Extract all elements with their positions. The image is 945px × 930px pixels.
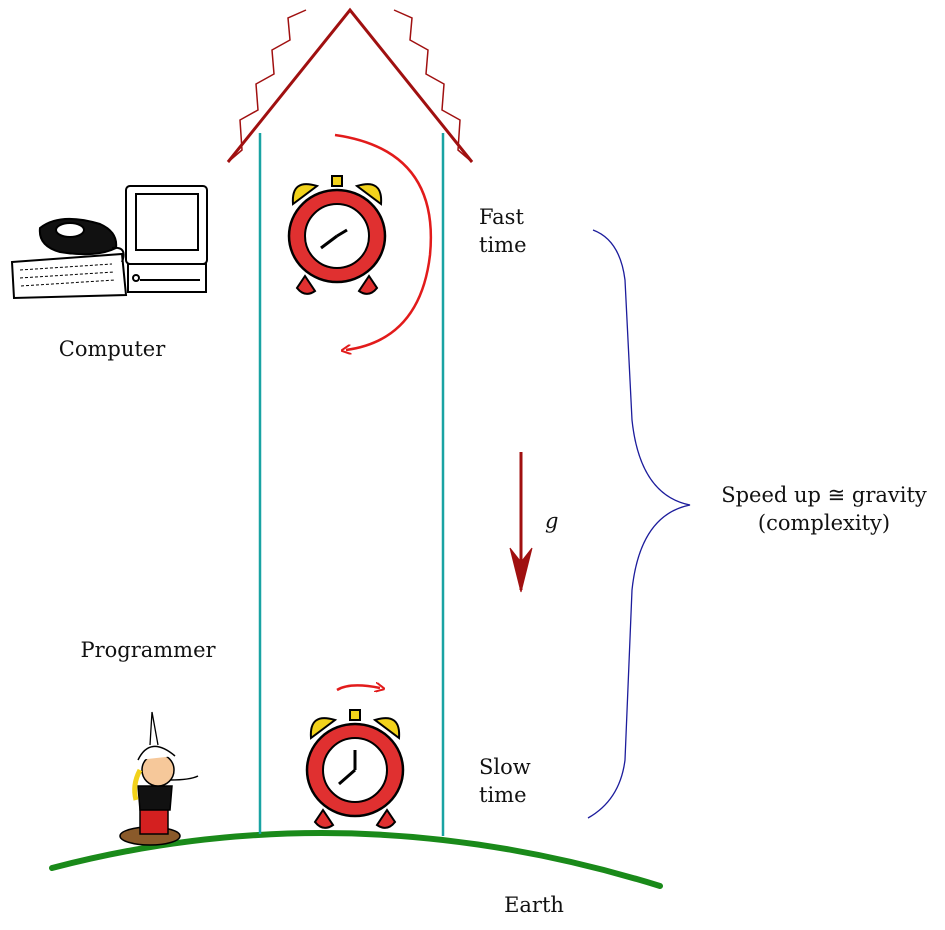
computer-icon [10,185,208,300]
slow-rotation-arrow [336,685,380,690]
curly-brace [587,229,691,819]
slow-time-label-line2: time [479,783,527,807]
alarm-clock-icon [287,175,387,295]
fast-time-label-line2: time [479,233,527,257]
programmer-label: Programmer [80,638,216,662]
cartoon-character-icon [119,711,199,846]
roof-icon [226,7,474,163]
earth-label: Earth [504,893,564,917]
earth-surface [49,830,663,889]
alarm-clock-icon [305,709,405,829]
top-clock [287,175,387,295]
gravity-arrow [509,452,533,593]
gravity-label: g [545,509,558,533]
fast-rotation-arrow [334,133,433,350]
keyboard-keys [19,263,116,287]
speedup-label-line2: (complexity) [758,511,890,535]
slow-time-label-line1: Slow [479,755,531,779]
bottom-clock [305,709,405,829]
fast-time-label-line1: Fast [479,205,524,229]
speedup-label-line1: Speed up ≅ gravity [721,483,927,507]
computer-label: Computer [59,337,166,361]
